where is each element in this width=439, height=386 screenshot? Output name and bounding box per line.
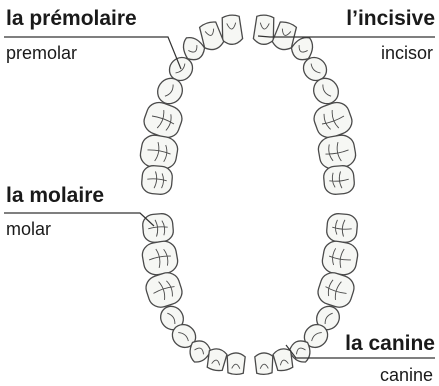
lower-right-molar-2	[320, 239, 359, 276]
incisor-french-label: l’incisive	[346, 8, 435, 29]
upper-left-molar-8	[141, 165, 173, 196]
lower-right-molar-1	[326, 213, 358, 244]
lower-left-molar-1	[142, 213, 174, 244]
premolar-french-label: la prémolaire	[6, 8, 137, 29]
lower-right-incisor-8	[255, 353, 274, 375]
incisor-english-label: incisor	[381, 44, 433, 62]
upper-dental-arch	[138, 14, 357, 195]
canine-french-label: la canine	[345, 333, 435, 354]
molar-english-label: molar	[6, 220, 51, 238]
upper-left-molar-7	[138, 133, 179, 171]
upper-right-molar-8	[323, 165, 355, 196]
lower-dental-arch	[140, 213, 359, 375]
molar-french-label: la molaire	[6, 185, 104, 206]
upper-right-molar-6	[311, 99, 356, 141]
upper-right-molar-7	[316, 133, 357, 171]
lower-left-incisor-7	[206, 347, 228, 372]
lower-right-molar-3	[315, 270, 357, 311]
premolar-english-label: premolar	[6, 44, 77, 62]
canine-english-label: canine	[380, 366, 433, 384]
upper-left-molar-6	[141, 99, 186, 141]
lower-left-incisor-8	[227, 353, 246, 375]
lower-left-molar-3	[143, 270, 185, 311]
lower-left-molar-2	[140, 239, 179, 276]
